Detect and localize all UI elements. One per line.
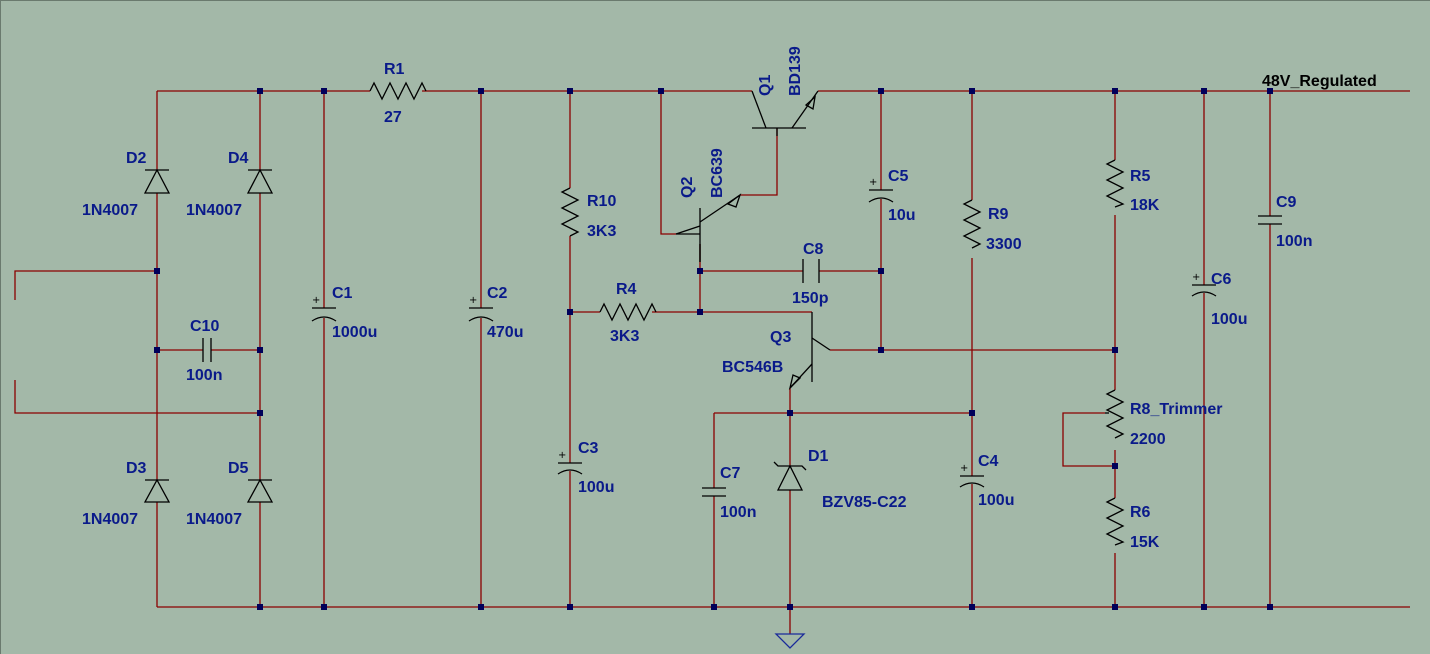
- svg-text:+: +: [469, 295, 477, 306]
- svg-text:+: +: [960, 463, 968, 474]
- d3-value: 1N4007: [82, 511, 138, 528]
- q3-ref: Q3: [770, 329, 791, 346]
- capacitor-c5-symbol[interactable]: +: [868, 177, 894, 203]
- c3-ref: C3: [578, 440, 599, 457]
- d4-value: 1N4007: [186, 202, 242, 219]
- net-label-48v: 48V_Regulated: [1262, 73, 1377, 90]
- r8-ref: R8_Trimmer: [1130, 401, 1223, 418]
- c5-ref: C5: [888, 168, 909, 185]
- d5-ref: D5: [228, 460, 249, 477]
- q1-value: BD139: [787, 46, 804, 96]
- r9-ref: R9: [988, 206, 1009, 223]
- resistor-r9-symbol[interactable]: [962, 199, 982, 249]
- capacitor-c6-symbol[interactable]: +: [1191, 272, 1217, 297]
- svg-text:+: +: [1192, 272, 1200, 283]
- diode-d4-symbol[interactable]: [246, 168, 274, 194]
- resistor-r10-symbol[interactable]: [560, 187, 580, 237]
- r6-value: 15K: [1130, 534, 1160, 551]
- capacitor-c4-symbol[interactable]: +: [959, 463, 985, 488]
- c7-ref: C7: [720, 465, 741, 482]
- capacitor-c8-symbol[interactable]: [802, 259, 820, 283]
- resistor-r6-symbol[interactable]: [1105, 497, 1125, 546]
- capacitor-c2-symbol[interactable]: +: [468, 295, 494, 322]
- d2-ref: D2: [126, 150, 147, 167]
- c2-ref: C2: [487, 285, 508, 302]
- resistor-r1-symbol[interactable]: [369, 81, 427, 101]
- q1-ref: Q1: [757, 75, 774, 96]
- c8-ref: C8: [803, 241, 824, 258]
- c3-value: 100u: [578, 479, 614, 496]
- r1-value: 27: [384, 109, 402, 126]
- capacitor-c10-symbol[interactable]: [202, 338, 212, 362]
- transistor-q3-symbol[interactable]: [788, 312, 831, 391]
- c1-ref: C1: [332, 285, 353, 302]
- d3-ref: D3: [126, 460, 147, 477]
- transistor-q2-symbol[interactable]: [675, 193, 742, 262]
- c8-value: 150p: [792, 290, 829, 307]
- svg-text:+: +: [558, 450, 566, 461]
- diode-d5-symbol[interactable]: [246, 478, 274, 503]
- d4-ref: D4: [228, 150, 249, 167]
- c7-value: 100n: [720, 504, 756, 521]
- zener-d1-symbol[interactable]: [773, 461, 807, 491]
- q2-value: BC639: [709, 148, 726, 198]
- c5-value: 10u: [888, 207, 916, 224]
- c4-ref: C4: [978, 453, 999, 470]
- ground-icon: [774, 633, 806, 649]
- r10-value: 3K3: [587, 223, 616, 240]
- q2-ref: Q2: [679, 177, 696, 198]
- c2-value: 470u: [487, 324, 523, 341]
- r1-ref: R1: [384, 61, 405, 78]
- c6-value: 100u: [1211, 311, 1247, 328]
- c6-ref: C6: [1211, 271, 1232, 288]
- c10-value: 100n: [186, 367, 222, 384]
- d1-ref: D1: [808, 448, 829, 465]
- r5-value: 18K: [1130, 197, 1160, 214]
- capacitor-c1-symbol[interactable]: +: [311, 295, 337, 322]
- svg-text:+: +: [869, 177, 877, 188]
- transistor-q1-symbol[interactable]: [751, 90, 819, 136]
- c9-value: 100n: [1276, 233, 1312, 250]
- d1-value: BZV85-C22: [822, 494, 907, 511]
- capacitor-c9-symbol[interactable]: [1258, 215, 1282, 225]
- c4-value: 100u: [978, 492, 1014, 509]
- r8-value: 2200: [1130, 431, 1166, 448]
- c1-value: 1000u: [332, 324, 377, 341]
- r9-value: 3300: [986, 236, 1022, 253]
- svg-text:+: +: [312, 295, 320, 306]
- r4-ref: R4: [616, 281, 637, 298]
- capacitor-c3-symbol[interactable]: +: [557, 450, 583, 475]
- c9-ref: C9: [1276, 194, 1297, 211]
- r6-ref: R6: [1130, 504, 1151, 521]
- r4-value: 3K3: [610, 328, 639, 345]
- wires: [14, 90, 1410, 634]
- d2-value: 1N4007: [82, 202, 138, 219]
- capacitor-c7-symbol[interactable]: [702, 487, 726, 497]
- q3-value: BC546B: [722, 359, 783, 376]
- junction-dots: [154, 88, 1273, 610]
- diode-d2-symbol[interactable]: [143, 168, 171, 194]
- r5-ref: R5: [1130, 168, 1151, 185]
- d5-value: 1N4007: [186, 511, 242, 528]
- diode-d3-symbol[interactable]: [143, 478, 171, 503]
- resistor-r8-trimmer-symbol[interactable]: [1105, 389, 1125, 439]
- c10-ref: C10: [190, 318, 219, 335]
- resistor-r4-symbol[interactable]: [599, 302, 657, 322]
- r10-ref: R10: [587, 193, 616, 210]
- resistor-r5-symbol[interactable]: [1105, 159, 1125, 208]
